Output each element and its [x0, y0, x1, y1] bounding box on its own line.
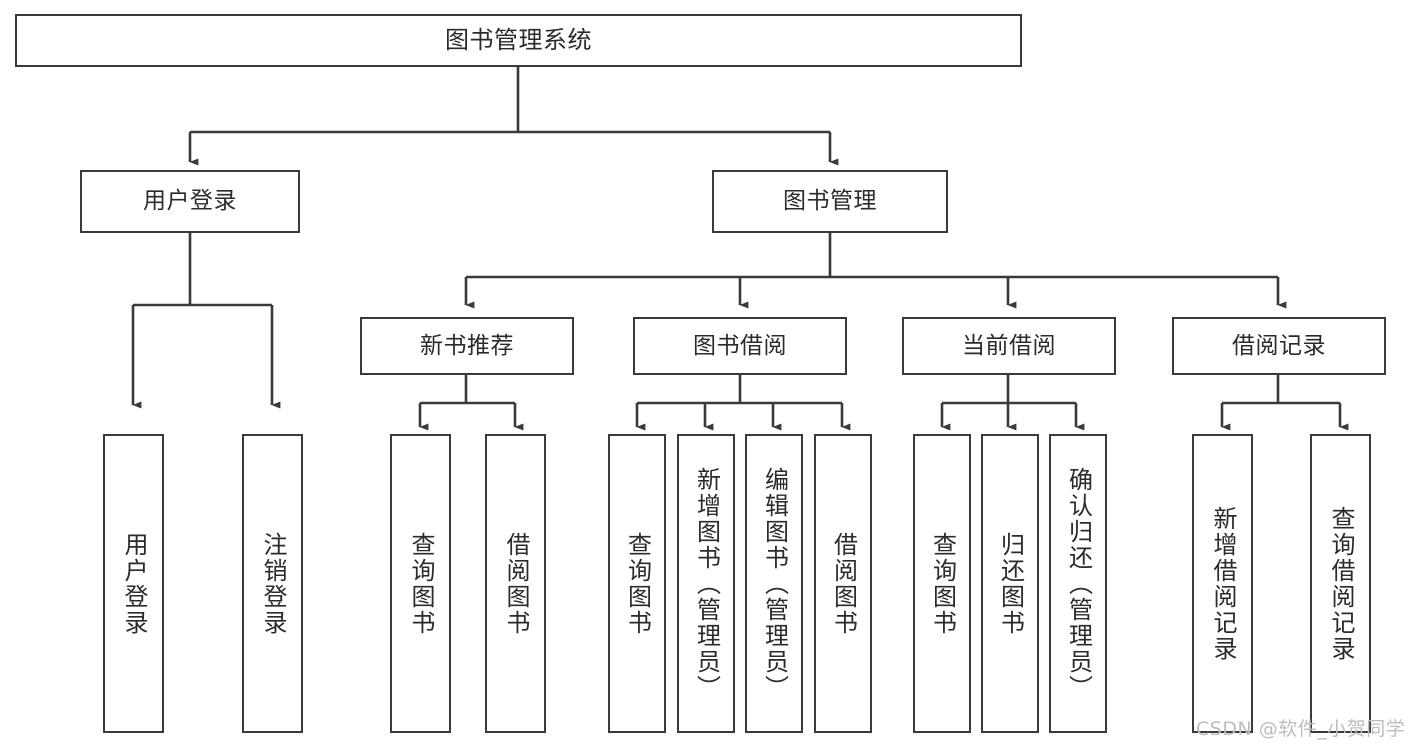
node-leaf-return-book-label: 归还图书	[996, 531, 1025, 636]
node-leaf-add-book-label: 新增图书（管理员）	[692, 466, 721, 701]
node-root-label: 图书管理系统	[445, 25, 592, 54]
node-book-manage[interactable]: 图书管理	[712, 170, 948, 233]
node-leaf-borrow-book-2-label: 借阅图书	[829, 531, 858, 636]
node-leaf-query-book-1-label: 查询图书	[406, 531, 435, 636]
node-borrow-record[interactable]: 借阅记录	[1172, 317, 1386, 375]
node-current-borrow-label: 当前借阅	[962, 332, 1056, 359]
node-leaf-add-record-label: 新增借阅记录	[1208, 505, 1237, 662]
node-root[interactable]: 图书管理系统	[15, 14, 1022, 67]
node-user-login[interactable]: 用户登录	[80, 170, 300, 233]
node-borrow-record-label: 借阅记录	[1232, 332, 1326, 359]
node-current-borrow[interactable]: 当前借阅	[902, 317, 1116, 375]
node-book-borrow[interactable]: 图书借阅	[633, 317, 847, 375]
node-leaf-return-book[interactable]: 归还图书	[981, 434, 1039, 733]
node-leaf-borrow-book-2[interactable]: 借阅图书	[814, 434, 872, 733]
node-leaf-confirm-return-label: 确认归还（管理员）	[1064, 466, 1093, 701]
node-leaf-query-book-3-label: 查询图书	[928, 531, 957, 636]
node-leaf-query-book-1[interactable]: 查询图书	[390, 434, 451, 733]
node-new-book-recommend-label: 新书推荐	[420, 332, 514, 359]
node-leaf-user-login[interactable]: 用户登录	[103, 434, 164, 733]
node-leaf-query-record-label: 查询借阅记录	[1326, 505, 1355, 662]
node-book-borrow-label: 图书借阅	[693, 332, 787, 359]
node-leaf-query-book-2[interactable]: 查询图书	[608, 434, 666, 733]
node-leaf-query-book-2-label: 查询图书	[623, 531, 652, 636]
node-user-login-label: 用户登录	[143, 188, 237, 215]
node-leaf-add-record[interactable]: 新增借阅记录	[1192, 434, 1253, 733]
node-leaf-edit-book-label: 编辑图书（管理员）	[760, 466, 789, 701]
node-leaf-query-record[interactable]: 查询借阅记录	[1310, 434, 1371, 733]
node-leaf-logout-label: 注销登录	[258, 531, 287, 636]
node-leaf-user-login-label: 用户登录	[119, 531, 148, 636]
watermark-text: CSDN @软件_小贺同学	[1196, 718, 1405, 740]
node-new-book-recommend[interactable]: 新书推荐	[360, 317, 574, 375]
node-leaf-logout[interactable]: 注销登录	[242, 434, 303, 733]
node-leaf-borrow-book-1-label: 借阅图书	[501, 531, 530, 636]
node-leaf-query-book-3[interactable]: 查询图书	[913, 434, 971, 733]
node-leaf-edit-book[interactable]: 编辑图书（管理员）	[745, 434, 803, 733]
node-leaf-confirm-return[interactable]: 确认归还（管理员）	[1049, 434, 1107, 733]
node-book-manage-label: 图书管理	[783, 188, 877, 215]
node-leaf-borrow-book-1[interactable]: 借阅图书	[485, 434, 546, 733]
node-leaf-add-book[interactable]: 新增图书（管理员）	[677, 434, 735, 733]
